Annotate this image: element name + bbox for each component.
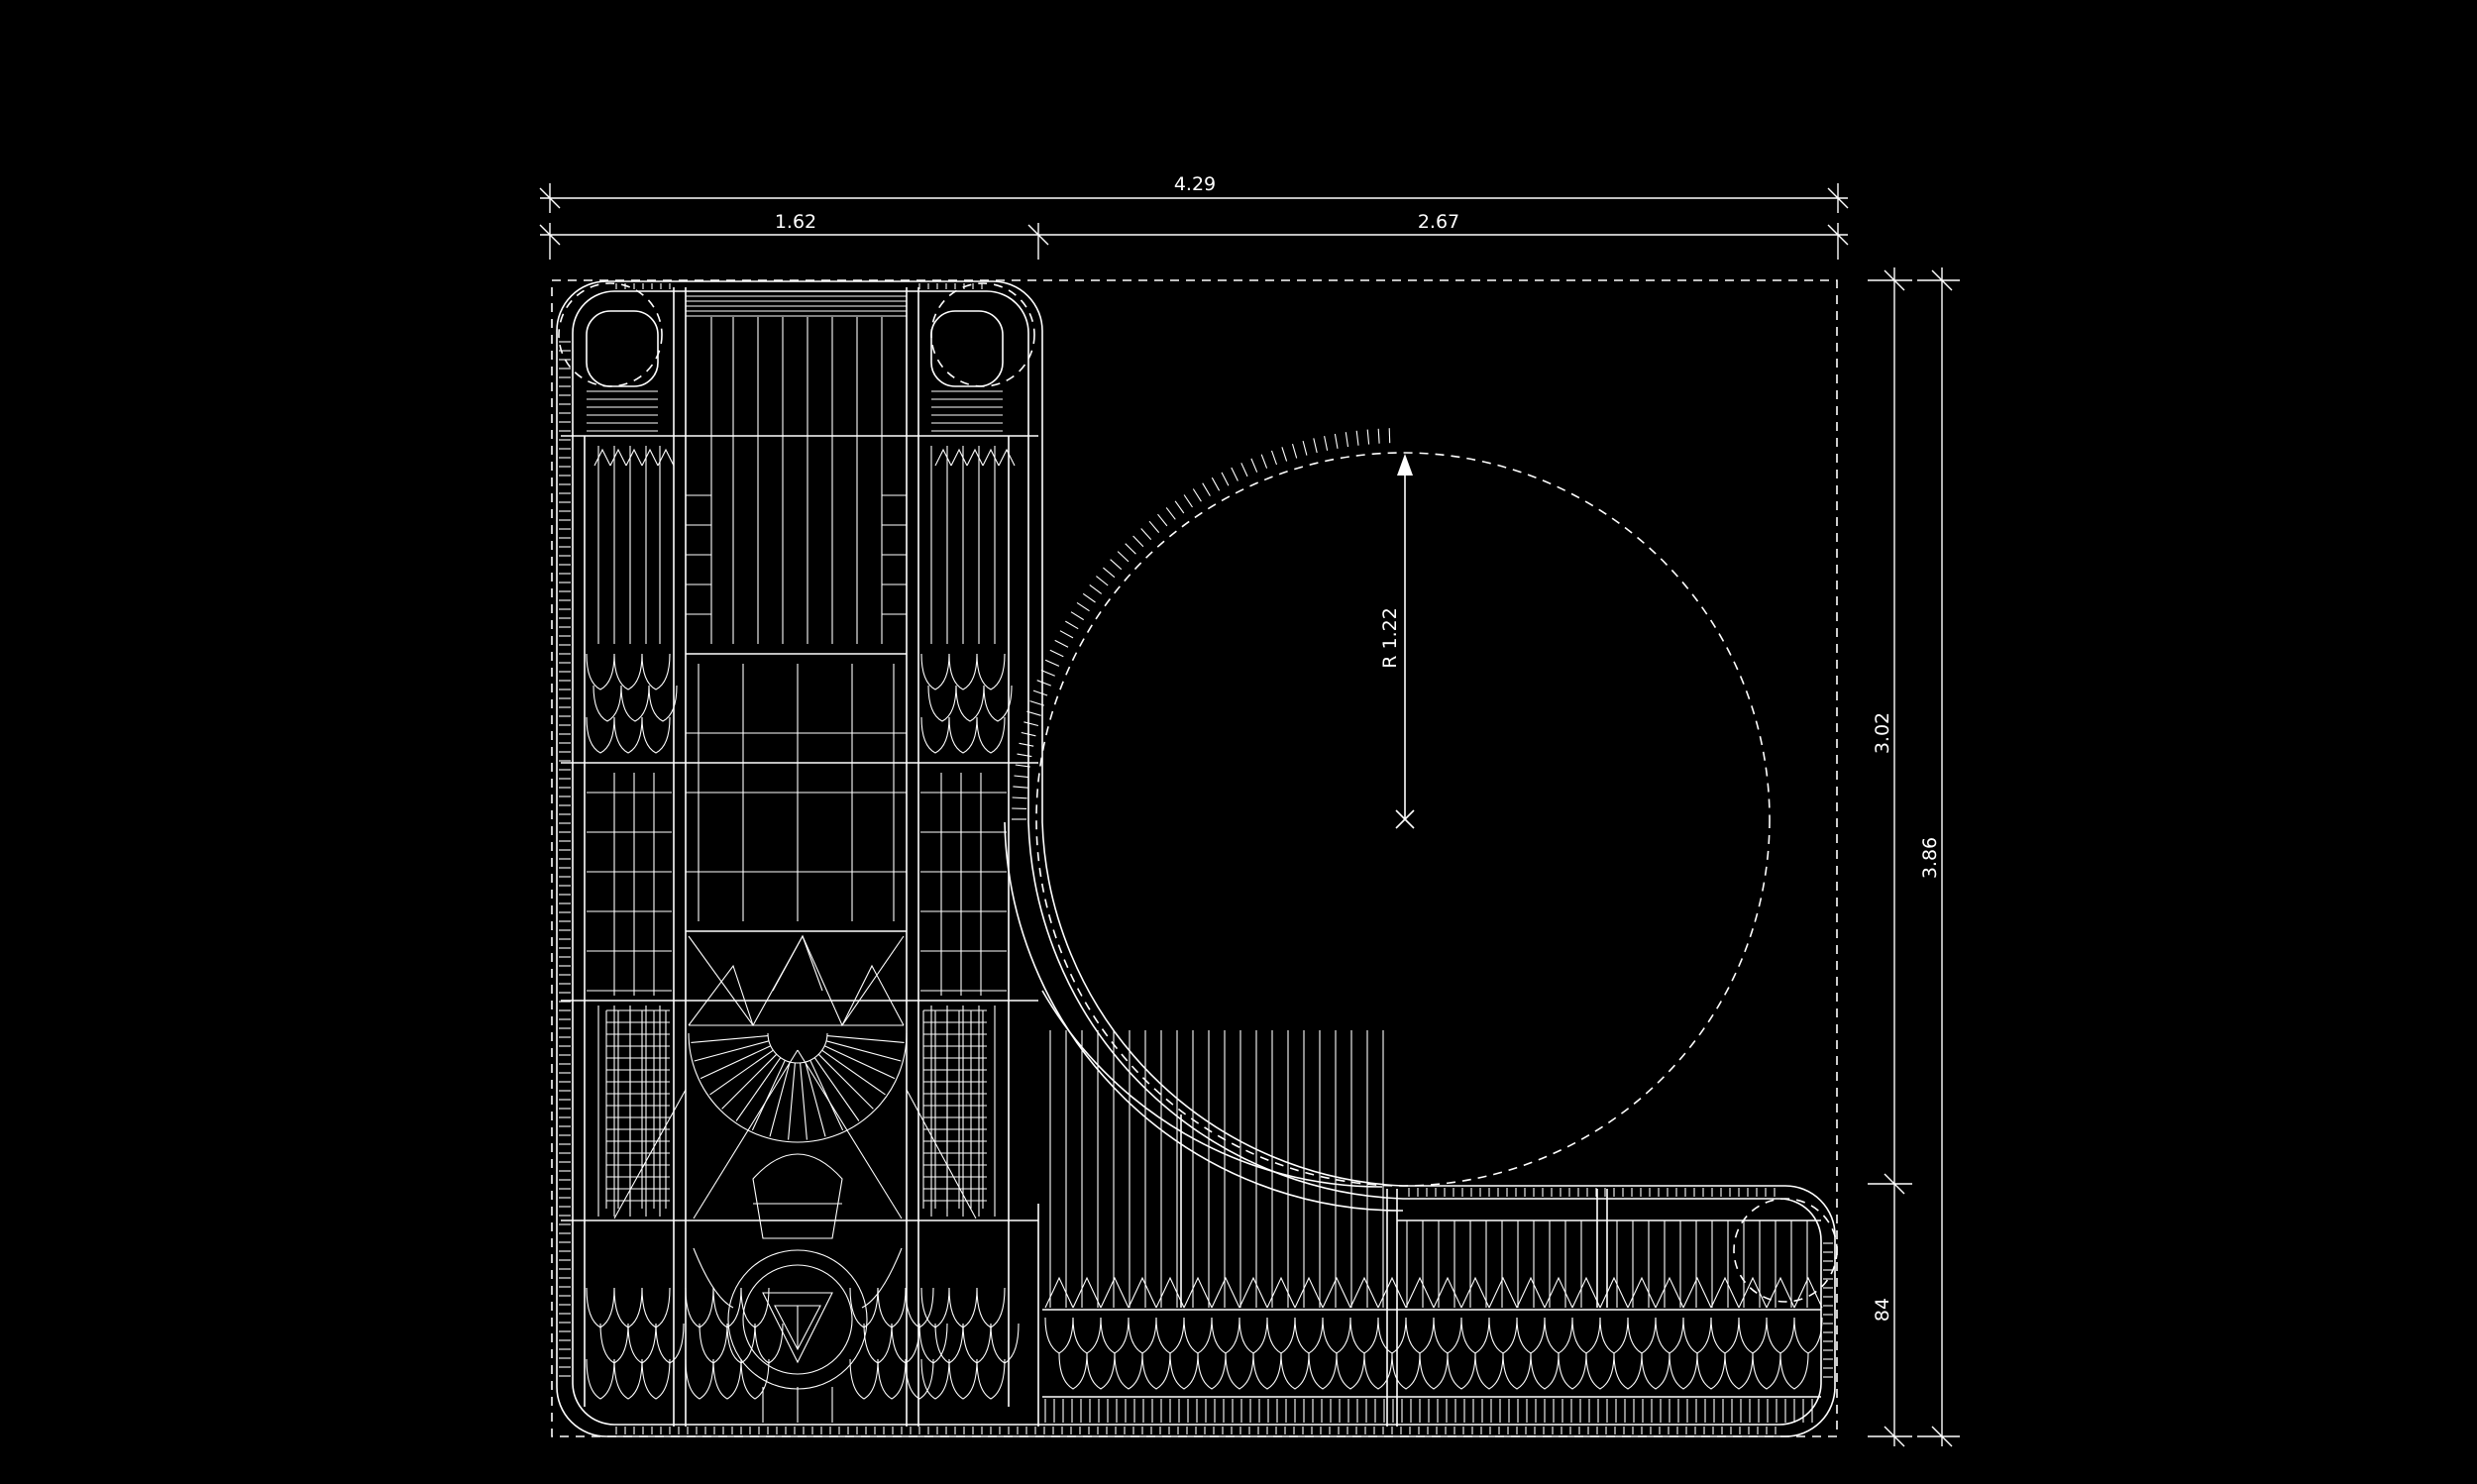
site-boundary — [551, 279, 1838, 1437]
radius-circle: R 1.22 — [1035, 452, 1771, 1187]
dimension-left-width: 1.62 2.67 — [539, 211, 1849, 260]
radius-label: R 1.22 — [1379, 607, 1401, 669]
dimension-vertical: 3.02 3.86 84 — [1868, 267, 1960, 1447]
emblem — [693, 1153, 903, 1423]
dimension-label-upper-height: 3.02 — [1872, 712, 1893, 754]
dimension-overall-width: 4.29 — [539, 173, 1849, 213]
dimension-label-overall-height: 3.86 — [1919, 837, 1941, 879]
left-column-panels — [558, 282, 1038, 1427]
dimension-label-left-width: 1.62 — [775, 211, 816, 233]
bottom-row-panels — [1037, 1030, 1838, 1427]
dimension-label-right-width: 2.67 — [1418, 211, 1459, 233]
l-shaped-structure — [556, 280, 1836, 1437]
dimension-label-lower-height: 84 — [1872, 1298, 1893, 1322]
dimension-label-overall-width: 4.29 — [1174, 173, 1216, 195]
